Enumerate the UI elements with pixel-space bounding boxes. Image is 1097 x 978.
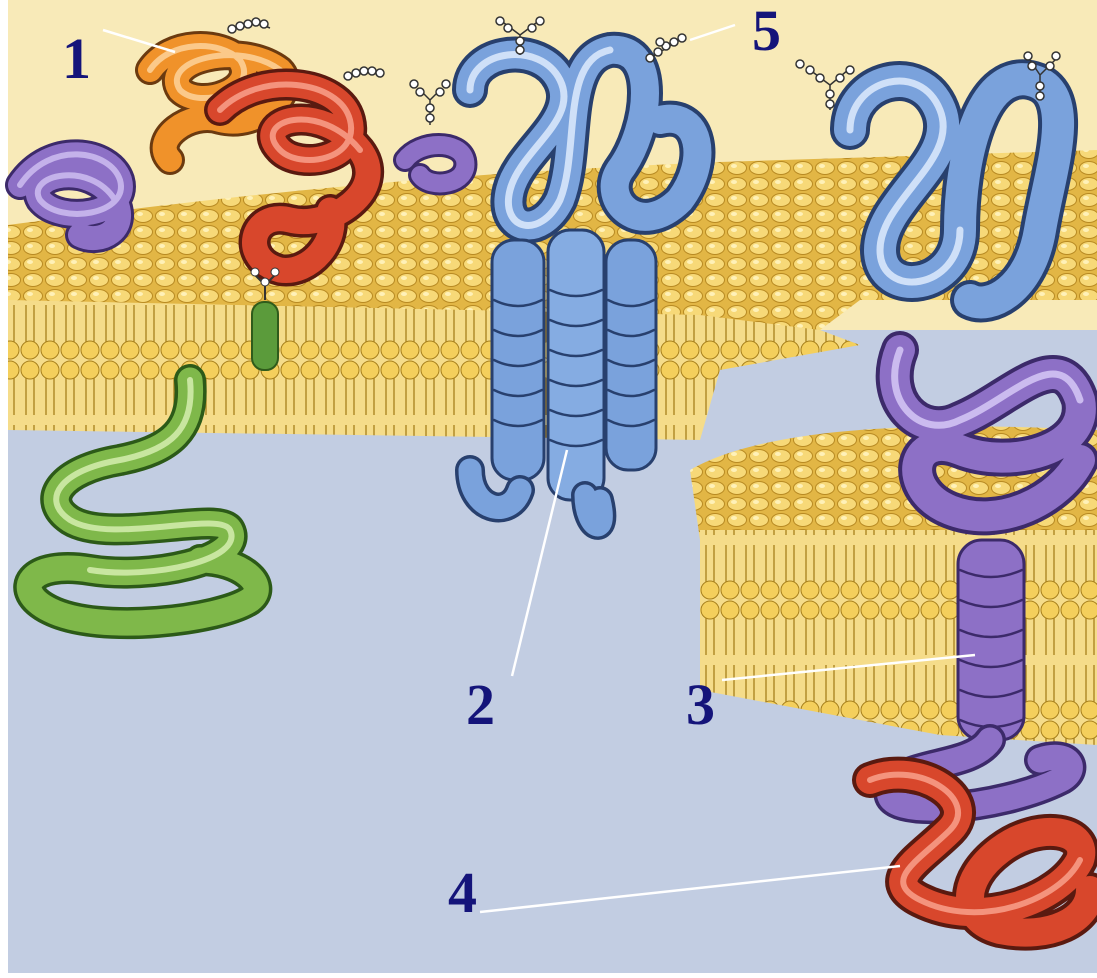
label-5: 5 [752,2,781,60]
label-2: 2 [466,676,495,734]
label-3: 3 [686,676,715,734]
label-4: 4 [448,864,477,922]
label-1: 1 [62,30,91,88]
